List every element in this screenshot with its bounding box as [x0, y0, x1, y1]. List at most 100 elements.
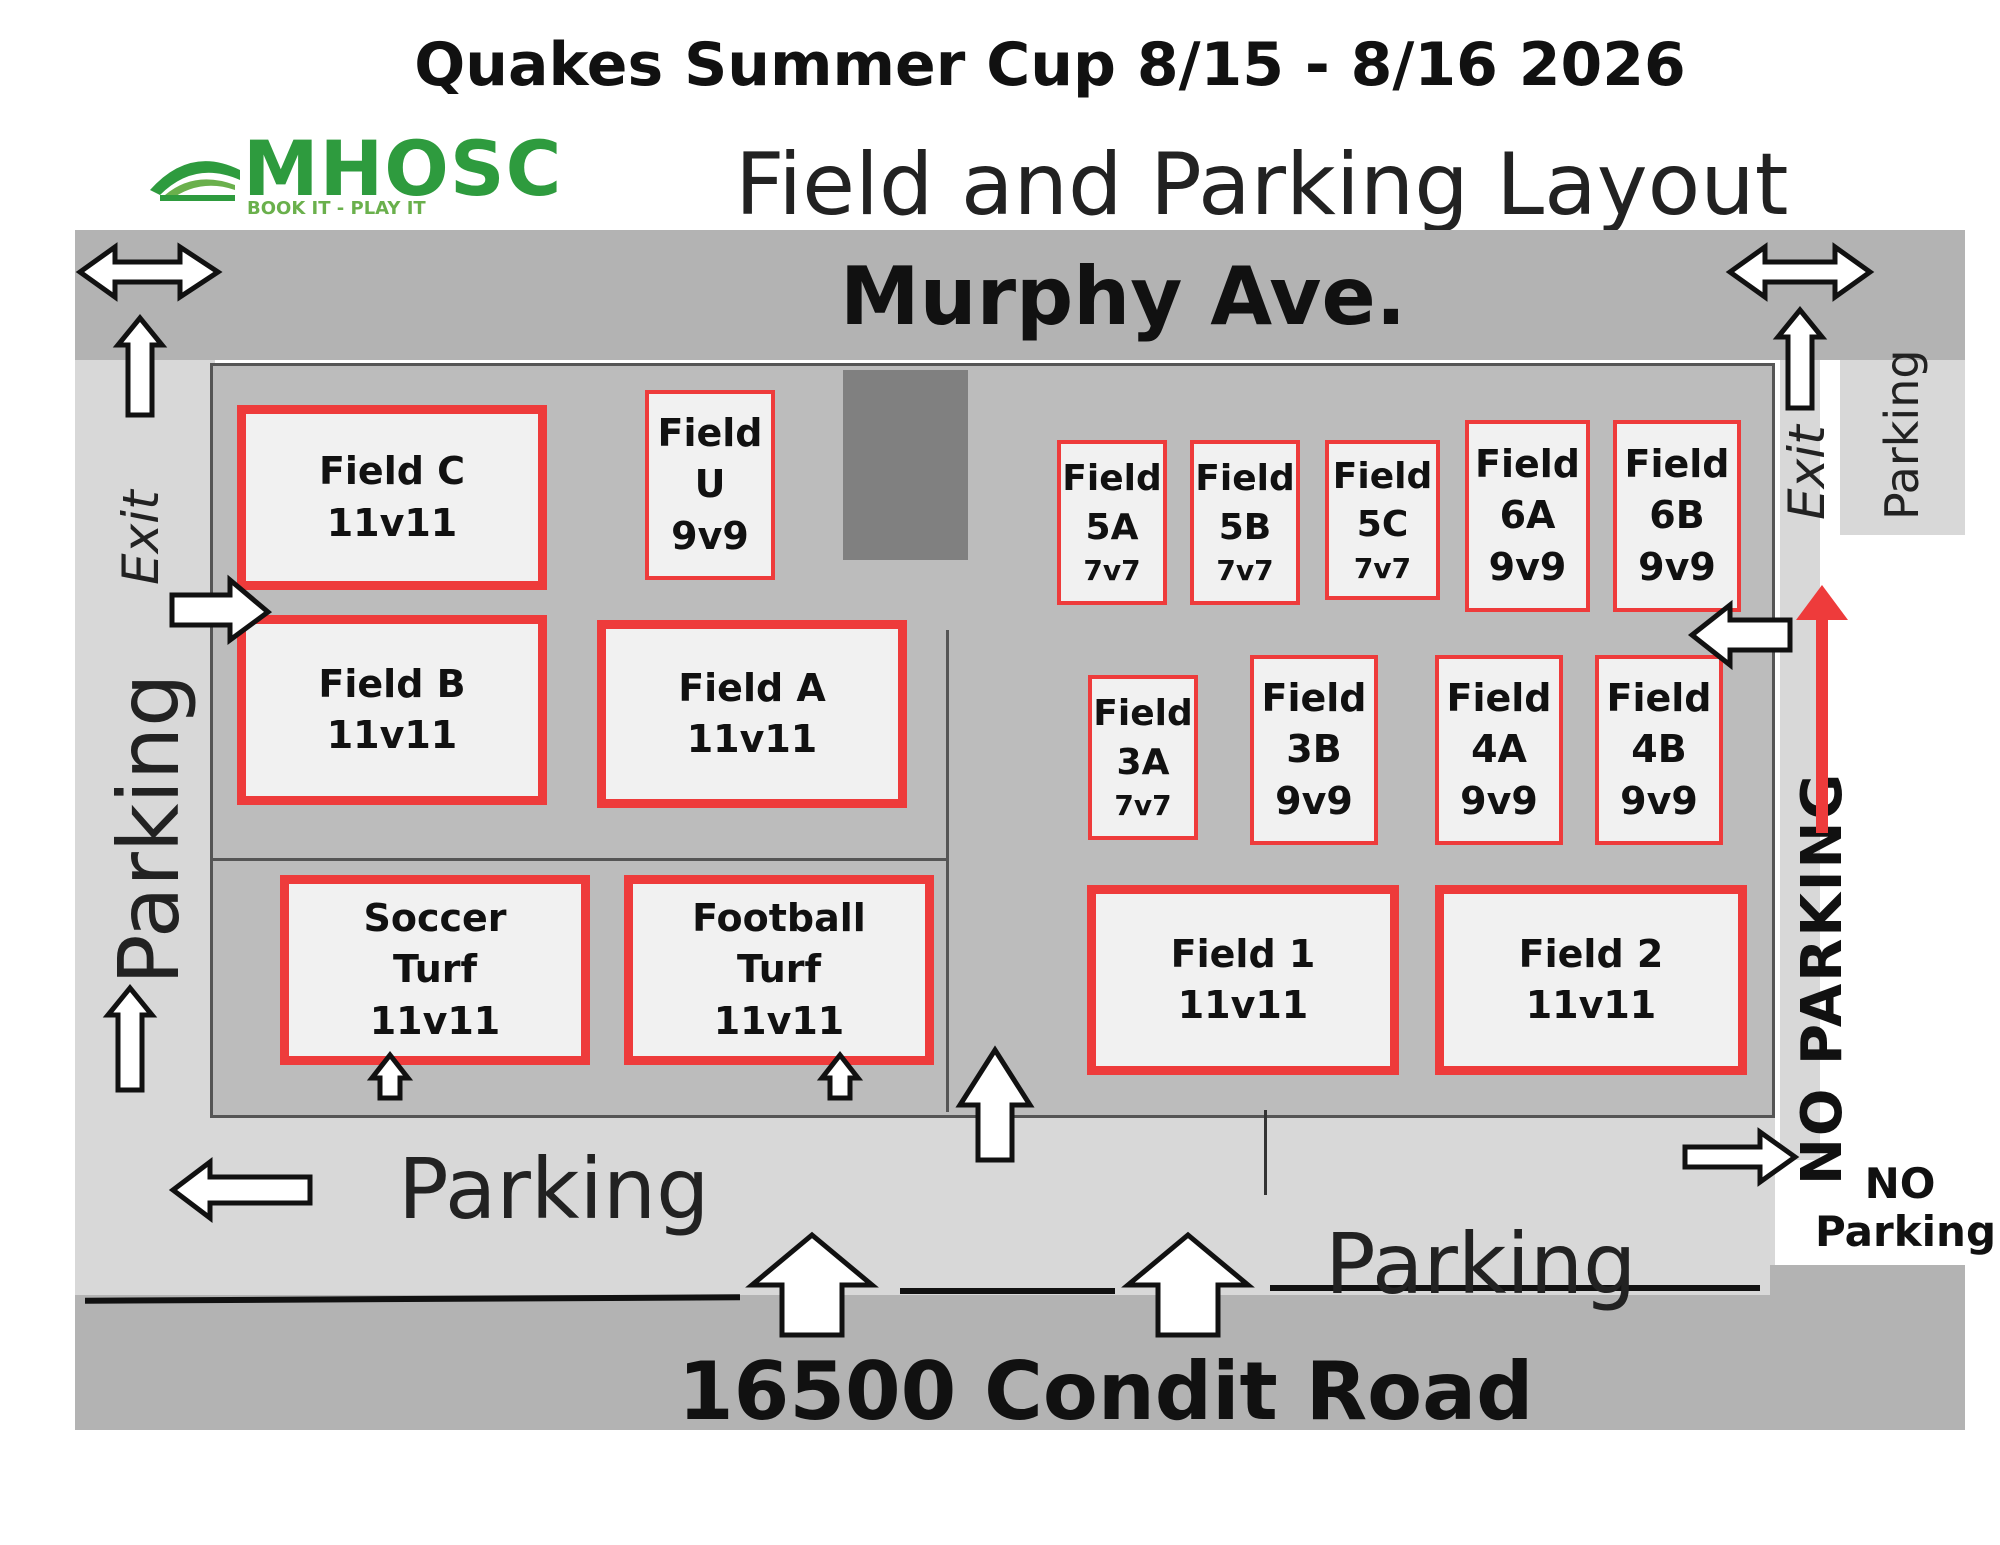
football-turf-format: 11v11: [713, 998, 845, 1043]
no-parking-line1: NO: [1864, 1159, 1936, 1208]
field-5a-format: 7v7: [1083, 554, 1141, 588]
right-arrow-icon: [169, 574, 273, 645]
up-arrow-icon: [816, 1050, 864, 1101]
up-arrow-icon: [366, 1050, 414, 1101]
logo-brand: MHOSC: [243, 124, 563, 213]
field-u-format: 9v9: [671, 513, 749, 558]
two-way-arrow-icon: [75, 242, 223, 302]
up-arrow-icon: [955, 1045, 1035, 1163]
up-arrow-icon: [102, 984, 158, 1093]
condit-road-label: 16500 Condit Road: [678, 1345, 1534, 1438]
no-parking-line2: Parking: [1815, 1207, 1997, 1257]
condit-road-corner: [1770, 1265, 1965, 1300]
field-6a-line1: Field: [1475, 442, 1580, 487]
field-5c[interactable]: Field 5C 7v7: [1325, 440, 1440, 600]
exit-lane-east: [1780, 360, 1820, 1160]
field-4b-line2: 4B: [1631, 727, 1687, 772]
field-1[interactable]: Field 1 11v11: [1087, 885, 1399, 1075]
field-4a[interactable]: Field 4A 9v9: [1435, 655, 1563, 845]
left-arrow-icon: [168, 1156, 313, 1224]
field-b-name: Field B: [318, 661, 466, 706]
field-6b-format: 9v9: [1638, 544, 1716, 589]
field-a-name: Field A: [678, 665, 826, 710]
field-5c-line1: Field: [1332, 455, 1433, 497]
soccer-turf-format: 11v11: [369, 998, 501, 1043]
road-line-3: [1270, 1285, 1760, 1291]
field-5a-line1: Field: [1062, 458, 1162, 499]
field-5b-format: 7v7: [1216, 554, 1274, 588]
field-c-name: Field C: [318, 449, 466, 494]
up-arrow-icon: [1121, 1231, 1255, 1338]
parking-bottom-left-label: Parking: [398, 1140, 710, 1238]
field-1-format: 11v11: [1177, 983, 1309, 1027]
parking-divider: [1264, 1110, 1267, 1195]
right-arrow-icon: [1682, 1127, 1800, 1187]
murphy-ave-road: [75, 230, 1965, 360]
up-arrow-icon: [112, 314, 168, 418]
field-3a-format: 7v7: [1114, 789, 1172, 823]
field-b[interactable]: Field B 11v11: [237, 615, 547, 805]
field-6a[interactable]: Field 6A 9v9: [1465, 420, 1590, 612]
field-3a[interactable]: Field 3A 7v7: [1088, 675, 1198, 840]
field-u-line2: U: [694, 462, 726, 507]
field-4a-line2: 4A: [1471, 727, 1527, 772]
condit-road: [75, 1295, 1965, 1430]
divider-line-v: [946, 630, 949, 1112]
field-3b-line2: 3B: [1286, 727, 1342, 772]
field-3b-format: 9v9: [1275, 778, 1353, 823]
field-c-format: 11v11: [326, 500, 458, 545]
building: [843, 370, 968, 560]
no-parking-corner-label: NO Parking: [1815, 1159, 1997, 1257]
no-parking-arrow-icon: [1796, 585, 1848, 833]
parking-lot-south: [75, 1115, 1775, 1295]
field-6b-line2: 6B: [1649, 493, 1705, 538]
field-1-name: Field 1: [1170, 931, 1316, 976]
parking-lot-east: [1840, 360, 1965, 535]
field-a-format: 11v11: [686, 717, 818, 761]
field-6a-format: 9v9: [1488, 544, 1567, 589]
field-5c-format: 7v7: [1353, 551, 1412, 585]
football-turf-line2: Turf: [736, 947, 822, 992]
field-5b-line2: 5B: [1218, 506, 1272, 548]
logo-tagline: BOOK IT - PLAY IT: [247, 198, 426, 219]
field-4a-format: 9v9: [1460, 778, 1538, 823]
map-title: Quakes Summer Cup 8/15 - 8/16 2026: [414, 30, 1686, 100]
field-6a-line2: 6A: [1499, 493, 1556, 538]
field-a[interactable]: Field A 11v11: [597, 620, 907, 808]
layout-subtitle: Field and Parking Layout: [735, 135, 1789, 235]
field-5a-line2: 5A: [1085, 506, 1139, 548]
field-5c-line2: 5C: [1356, 504, 1409, 546]
football-turf-line1: Football: [692, 896, 866, 941]
road-line-2: [900, 1288, 1115, 1294]
soccer-turf-line2: Turf: [392, 947, 478, 992]
murphy-ave-label: Murphy Ave.: [840, 250, 1407, 343]
field-5b[interactable]: Field 5B 7v7: [1190, 440, 1300, 605]
field-3a-line2: 3A: [1116, 741, 1170, 783]
up-arrow-icon: [1772, 306, 1828, 411]
soccer-turf-line1: Soccer: [363, 896, 507, 941]
up-arrow-icon: [745, 1231, 879, 1338]
field-5a[interactable]: Field 5A 7v7: [1057, 440, 1167, 605]
field-u-line1: Field: [657, 411, 763, 456]
field-4b-line1: Field: [1606, 676, 1712, 721]
divider-line-h: [213, 858, 947, 861]
field-b-format: 11v11: [326, 713, 458, 757]
field-c[interactable]: Field C 11v11: [237, 405, 547, 590]
field-4a-line1: Field: [1446, 676, 1552, 721]
field-2-name: Field 2: [1518, 931, 1664, 976]
stadium-icon: [150, 161, 240, 201]
field-3a-line1: Field: [1093, 693, 1193, 734]
two-way-arrow-icon: [1725, 242, 1875, 302]
mhosc-logo: MHOSC BOOK IT - PLAY IT: [145, 124, 605, 223]
parking-bottom-right-label: Parking: [1325, 1215, 1637, 1313]
left-arrow-icon: [1687, 599, 1793, 671]
field-5b-line1: Field: [1195, 458, 1295, 499]
